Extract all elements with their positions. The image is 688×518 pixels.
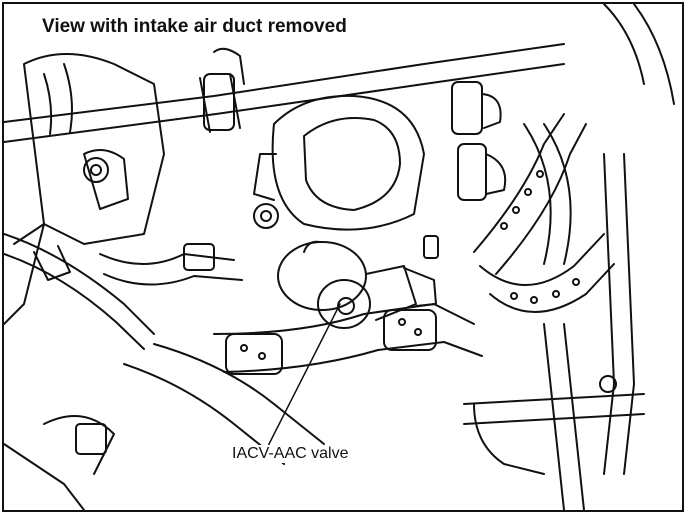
figure-title: View with intake air duct removed bbox=[40, 16, 349, 38]
callout-leader-line bbox=[266, 304, 340, 450]
right-pipes bbox=[464, 154, 644, 510]
diagram-frame: View with intake air duct removed bbox=[2, 2, 684, 512]
iacv-aac-valve bbox=[278, 242, 436, 328]
throttle-duct bbox=[254, 96, 424, 230]
iacv-aac-valve-label: IACV-AAC valve bbox=[229, 445, 352, 463]
left-hose bbox=[4, 234, 242, 349]
left-engine-block bbox=[4, 54, 164, 324]
corrugated-hose-center bbox=[214, 304, 482, 374]
engine-bay-illustration bbox=[4, 4, 682, 510]
lower-hose bbox=[4, 344, 324, 510]
upper-tube bbox=[4, 44, 564, 142]
corrugated-hose-right bbox=[474, 114, 614, 312]
fittings bbox=[184, 4, 674, 270]
connector-clips bbox=[452, 82, 571, 264]
